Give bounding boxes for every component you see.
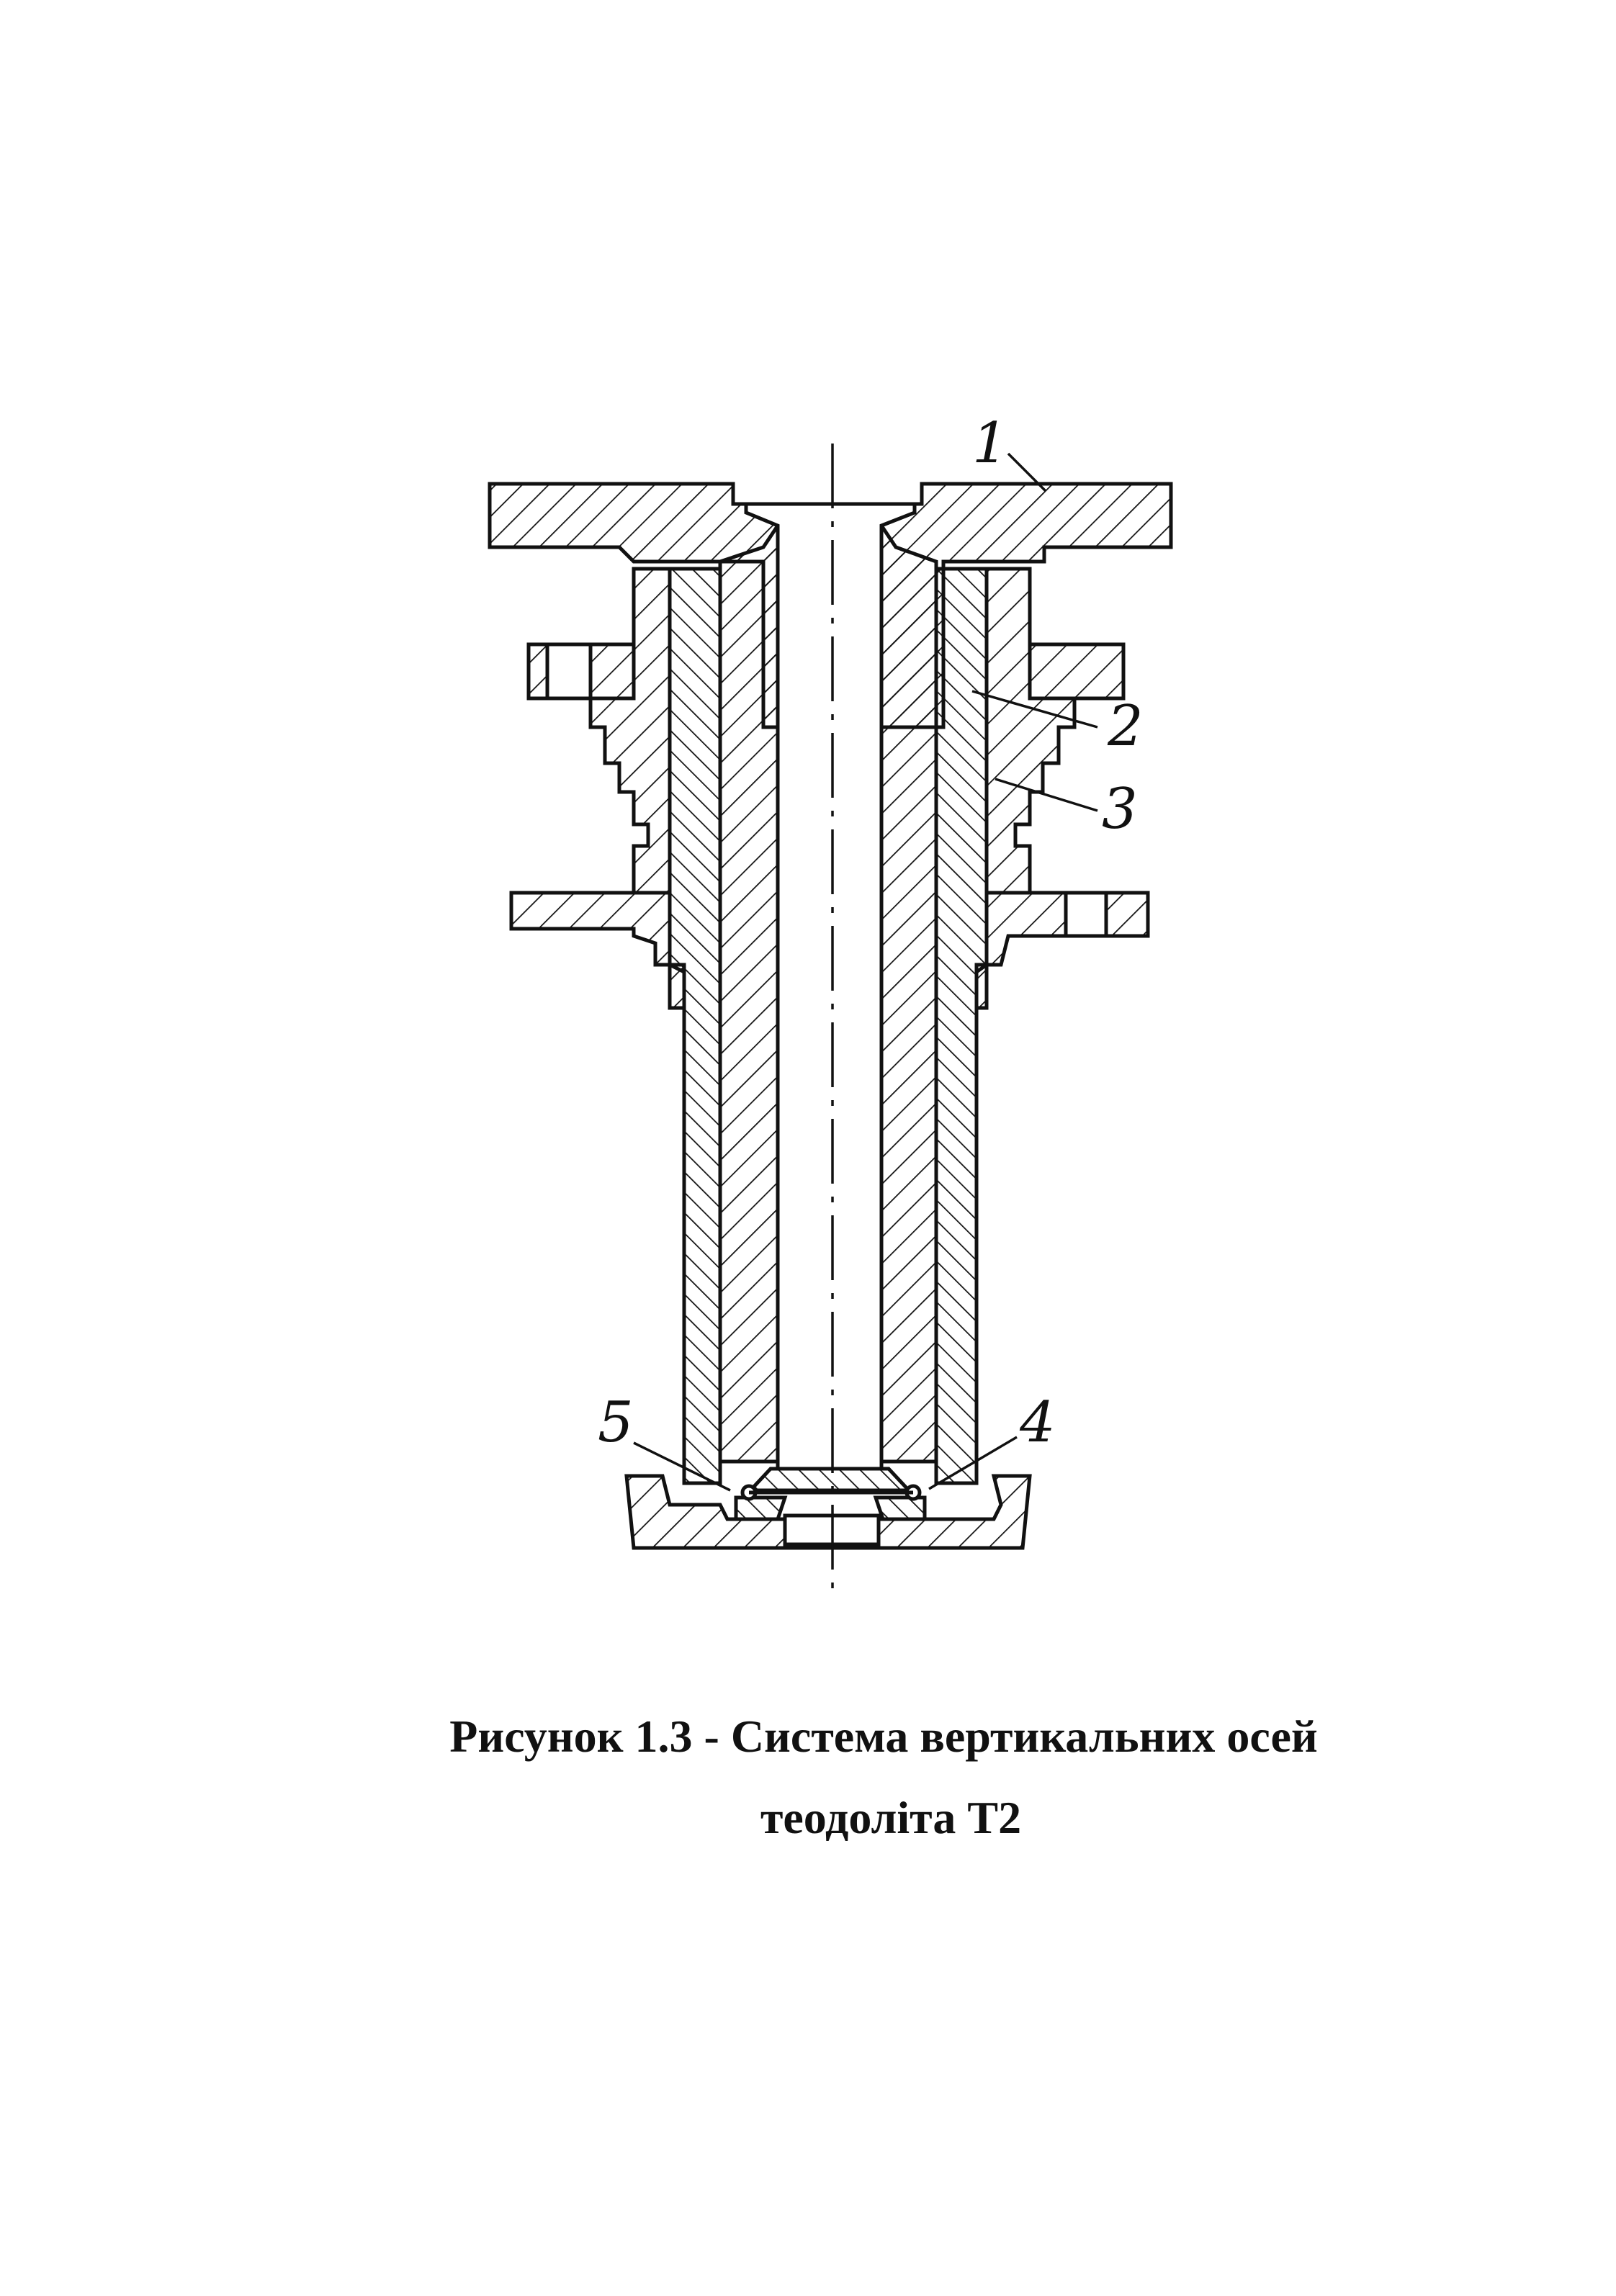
part-4-bearing — [734, 1484, 927, 1521]
callout-part-3: 3 — [1102, 777, 1138, 842]
callout-part-5: 5 — [598, 1390, 634, 1455]
callout-part-1: 1 — [972, 411, 1008, 476]
part-1-top-plate — [488, 482, 1173, 1493]
callout-part-4: 4 — [1019, 1390, 1056, 1455]
leader-lines — [633, 452, 1098, 1492]
part-3-housing — [509, 567, 1150, 1010]
callout-part-2: 2 — [1107, 694, 1144, 759]
figure-caption-line-2: теодоліта Т2 — [760, 1792, 1022, 1843]
figure-caption-line-1: Рисунок 1.3 - Система вертикальних осей — [449, 1711, 1318, 1762]
